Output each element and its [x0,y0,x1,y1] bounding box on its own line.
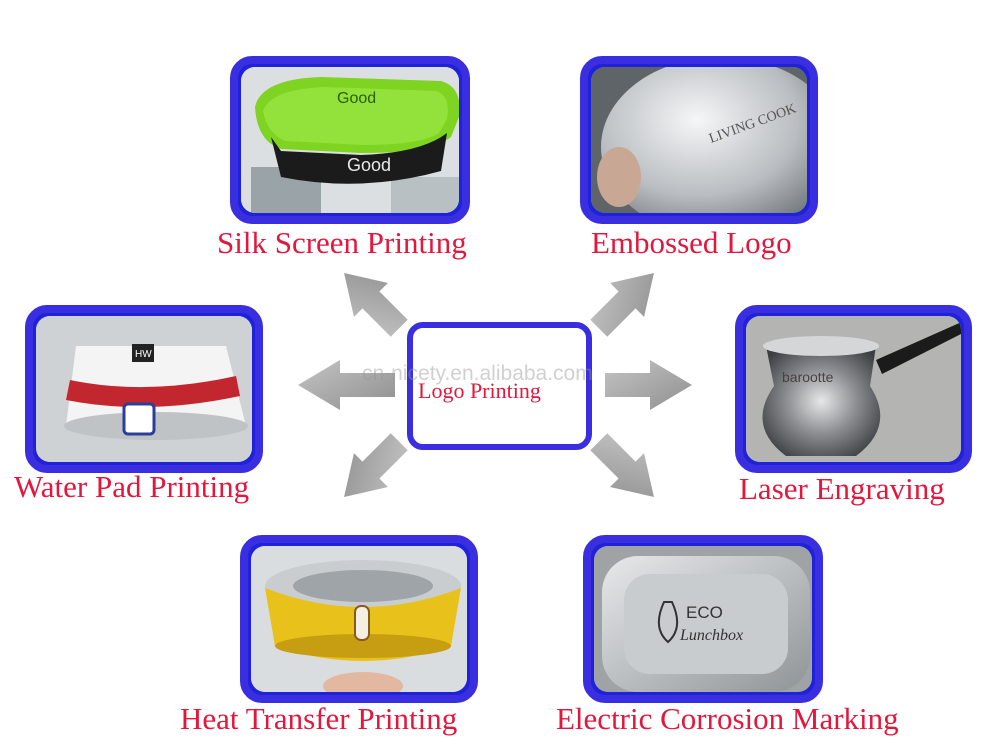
milk-pan-photo-icon: barootte [746,316,961,462]
silk-screen-frame: Good Good [230,56,470,224]
arrow-down-left-icon [344,433,408,497]
good-print: Good [347,155,391,175]
silk-screen-label: Silk Screen Printing [217,225,467,260]
svg-text:barootte: barootte [782,369,834,385]
steel-pot-lid-photo-icon: LIVING COOK [591,67,807,213]
eco-lunchbox-photo-icon: ECO Lunchbox [594,546,812,692]
svg-text:Good: Good [337,90,376,107]
embossed-label: Embossed Logo [591,225,792,260]
svg-text:Lunchbox: Lunchbox [679,627,743,644]
arrow-right-icon [605,360,692,410]
embossed-frame: LIVING COOK [580,56,818,224]
water-pad-label: Water Pad Printing [14,469,250,504]
white-bowl-photo-icon: HW [36,316,252,462]
svg-text:ECO: ECO [686,603,723,622]
electric-corrosion-label: Electric Corrosion Marking [556,701,899,736]
center-title: Logo Printing [418,378,541,403]
water-pad-frame: HW [25,305,263,473]
arrow-left-icon [298,360,395,410]
laser-engraving-frame: barootte [735,305,972,473]
electric-corrosion-frame: ECO Lunchbox [583,535,823,703]
arrow-up-right-icon [590,273,654,337]
heat-transfer-frame [240,535,478,703]
arrow-up-left-icon [344,273,408,337]
arrow-down-right-icon [590,433,654,497]
laser-engraving-label: Laser Engraving [739,471,945,506]
green-lunchbox-photo-icon: Good Good [241,67,459,213]
watermark: cn-nicety.en.alibaba.com [362,362,593,385]
heat-transfer-label: Heat Transfer Printing [180,701,458,736]
yellow-pet-bowl-photo-icon [251,546,467,692]
center-logo-box [407,322,592,450]
svg-text:HW: HW [135,349,152,360]
